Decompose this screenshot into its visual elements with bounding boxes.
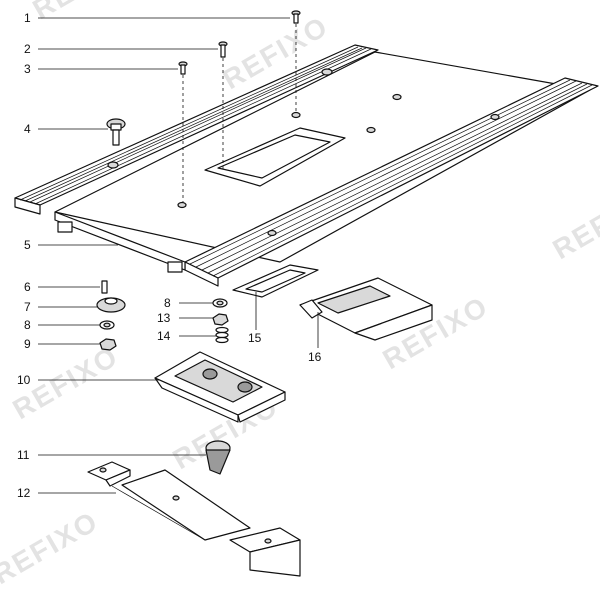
front-rail-ribs (189, 79, 593, 277)
callout-1: 1 (24, 11, 31, 25)
callout-3: 3 (24, 62, 31, 76)
callout-2: 2 (24, 42, 31, 56)
callout-12: 12 (17, 486, 31, 500)
callout-15: 15 (248, 331, 262, 345)
callout-8a: 8 (24, 318, 31, 332)
callout-numbers: 1 2 3 4 5 6 7 8 9 10 11 12 8 13 14 15 16 (17, 11, 322, 500)
callout-4: 4 (24, 122, 31, 136)
screw-3 (178, 61, 188, 202)
bracket-12 (87, 461, 301, 577)
svg-text:REFIXO: REFIXO (28, 0, 144, 25)
plate-15 (232, 264, 319, 298)
callout-14: 14 (157, 329, 171, 343)
callout-8b: 8 (164, 296, 171, 310)
knob-screw (106, 118, 126, 146)
washer-8b (212, 298, 228, 308)
knob-11 (205, 440, 231, 475)
callout-13: 13 (157, 311, 171, 325)
wheel-7 (96, 297, 126, 313)
callout-9: 9 (24, 337, 31, 351)
spring-14 (215, 326, 229, 344)
callout-6: 6 (24, 280, 31, 294)
callout-5: 5 (24, 238, 31, 252)
nut-13 (212, 313, 229, 326)
screw-2 (218, 41, 228, 170)
svg-text:REFIXO: REFIXO (0, 505, 104, 590)
table-plate (14, 44, 599, 287)
nut-9 (99, 338, 117, 351)
callout-7: 7 (24, 300, 31, 314)
bracket-16 (299, 277, 433, 341)
washer-8 (99, 320, 115, 330)
callout-16: 16 (308, 350, 322, 364)
svg-text:REFIXO: REFIXO (548, 180, 600, 265)
leader-lines (38, 17, 319, 494)
callout-10: 10 (17, 373, 31, 387)
callout-11: 11 (17, 448, 30, 462)
carriage-10 (154, 351, 286, 423)
screw-1 (291, 10, 301, 112)
set-screw-6 (101, 280, 108, 294)
back-rail-ribs (19, 46, 372, 205)
